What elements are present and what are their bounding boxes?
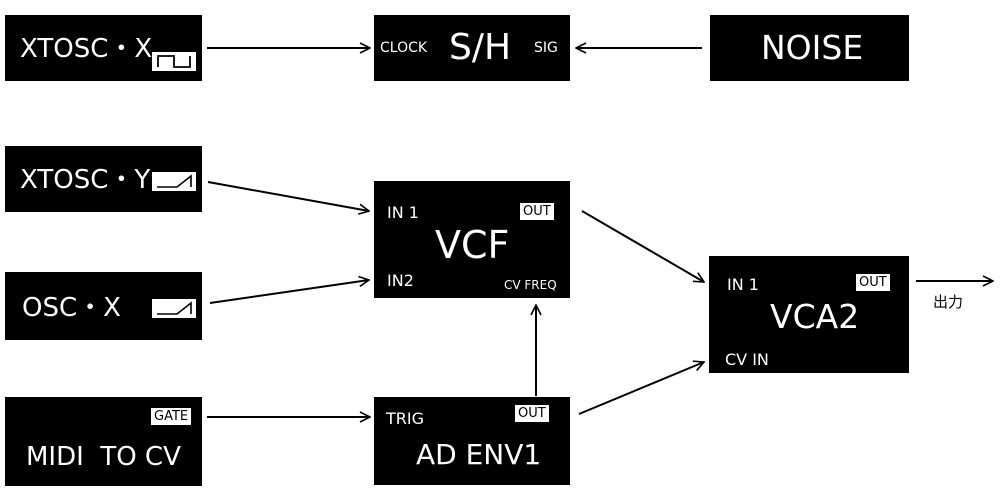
wire-vcf-out-to-vca2-in1 xyxy=(581,210,704,282)
vca2-in1-port: IN 1 xyxy=(727,275,759,294)
vcf-node[interactable]: IN 1 OUT VCF IN2 CV FREQ xyxy=(374,181,570,298)
vcf-cv-freq-port: CV FREQ xyxy=(504,278,557,292)
osc-x-label: OSC・X xyxy=(22,293,121,323)
xtosc-x-label: XTOSC・X xyxy=(20,34,153,64)
env-out-port: OUT xyxy=(515,405,549,422)
ad-env1-label: AD ENV1 xyxy=(416,438,542,471)
midi-to-cv-label: MIDI TO CV xyxy=(26,442,181,472)
xtosc-y-node[interactable]: XTOSC・Y xyxy=(5,146,202,212)
vca2-out-port: OUT xyxy=(856,274,890,291)
noise-node[interactable]: NOISE xyxy=(710,15,909,81)
osc-x-node[interactable]: OSC・X xyxy=(5,272,202,340)
wire-env-out-to-vca2-cv xyxy=(578,362,704,415)
vcf-out-port: OUT xyxy=(520,203,554,220)
midi-to-cv-node[interactable]: GATE MIDI TO CV xyxy=(5,397,202,486)
output-label: 出力 xyxy=(933,293,964,311)
sample-hold-label: S/H xyxy=(449,27,512,68)
sh-clock-port: CLOCK xyxy=(380,40,428,56)
vcf-in1-port: IN 1 xyxy=(387,203,419,222)
noise-label: NOISE xyxy=(761,28,864,67)
sh-sig-port: SIG xyxy=(534,40,558,56)
env-trig-port: TRIG xyxy=(386,409,425,428)
wire-oscx-to-vcf-in2 xyxy=(209,280,369,304)
vca2-cv-in-port: CV IN xyxy=(725,350,769,369)
square-wave-icon xyxy=(152,52,196,71)
wire-xtoscy-to-vcf-in1 xyxy=(207,181,369,211)
xtosc-y-label: XTOSC・Y xyxy=(20,165,151,195)
vca2-node[interactable]: IN 1 OUT VCA2 CV IN xyxy=(709,256,909,373)
vcf-in2-port: IN2 xyxy=(387,271,414,290)
sawtooth-wave-icon xyxy=(152,299,196,318)
sample-hold-node[interactable]: CLOCK S/H SIG xyxy=(374,15,570,81)
sawtooth-wave-icon xyxy=(152,172,196,191)
ad-env1-node[interactable]: TRIG OUT AD ENV1 xyxy=(374,397,570,485)
xtosc-x-node[interactable]: XTOSC・X xyxy=(5,15,202,81)
vca2-label: VCA2 xyxy=(770,297,860,336)
midi-gate-port: GATE xyxy=(151,408,192,425)
vcf-label: VCF xyxy=(435,223,510,267)
